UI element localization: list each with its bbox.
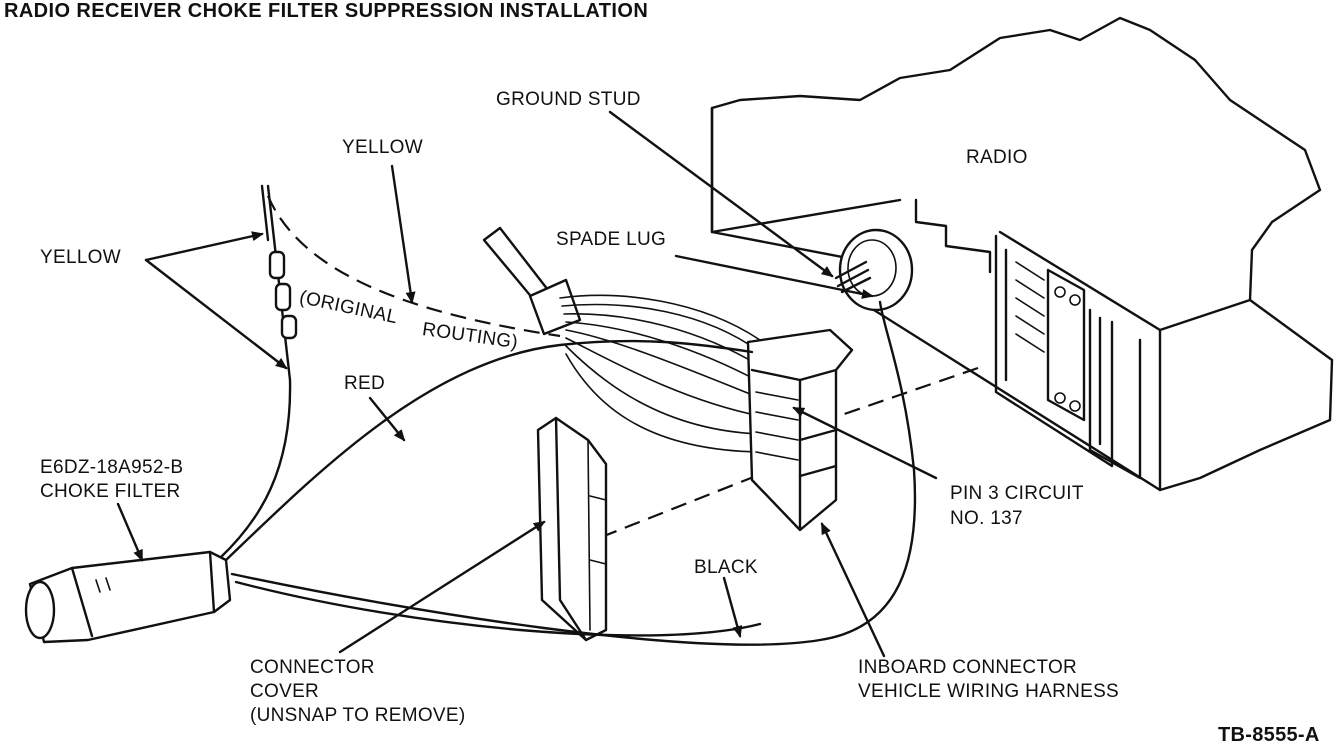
diagram-title: RADIO RECEIVER CHOKE FILTER SUPPRESSION …	[4, 0, 649, 22]
red-wire	[224, 339, 754, 562]
label-choke-filter-part: E6DZ-18A952-B	[40, 457, 184, 478]
label-connector-cover-3: (UNSNAP TO REMOVE)	[250, 705, 466, 726]
label-connector-cover-2: COVER	[250, 681, 320, 702]
figure-number: TB-8555-A	[1218, 724, 1320, 746]
leader-lines	[116, 110, 938, 658]
radio-unit	[710, 16, 1334, 492]
label-yellow-top: YELLOW	[342, 137, 423, 158]
label-choke-filter: CHOKE FILTER	[40, 481, 181, 502]
label-pin3-number: NO. 137	[950, 508, 1023, 529]
label-radio: RADIO	[966, 147, 1028, 168]
connector-cover	[536, 416, 608, 642]
label-inboard-connector-2: VEHICLE WIRING HARNESS	[858, 681, 1120, 702]
inline-fuse-link	[268, 250, 298, 340]
label-pin3-circuit: PIN 3 CIRCUIT	[950, 483, 1084, 504]
alignment-line-cover	[603, 474, 757, 538]
wire-bundle	[482, 226, 761, 453]
label-yellow-left: YELLOW	[40, 247, 121, 268]
choke-filter	[24, 550, 232, 644]
inboard-connector	[746, 328, 854, 532]
label-connector-cover-1: CONNECTOR	[250, 657, 375, 678]
label-ground-stud: GROUND STUD	[496, 89, 641, 110]
label-spade-lug: SPADE LUG	[556, 229, 667, 250]
original-routing-line	[266, 195, 561, 338]
label-inboard-connector-1: INBOARD CONNECTOR	[858, 657, 1078, 678]
label-red: RED	[344, 373, 386, 394]
label-black: BLACK	[694, 557, 758, 578]
black-wire	[230, 300, 917, 646]
yellow-wire	[218, 184, 292, 560]
